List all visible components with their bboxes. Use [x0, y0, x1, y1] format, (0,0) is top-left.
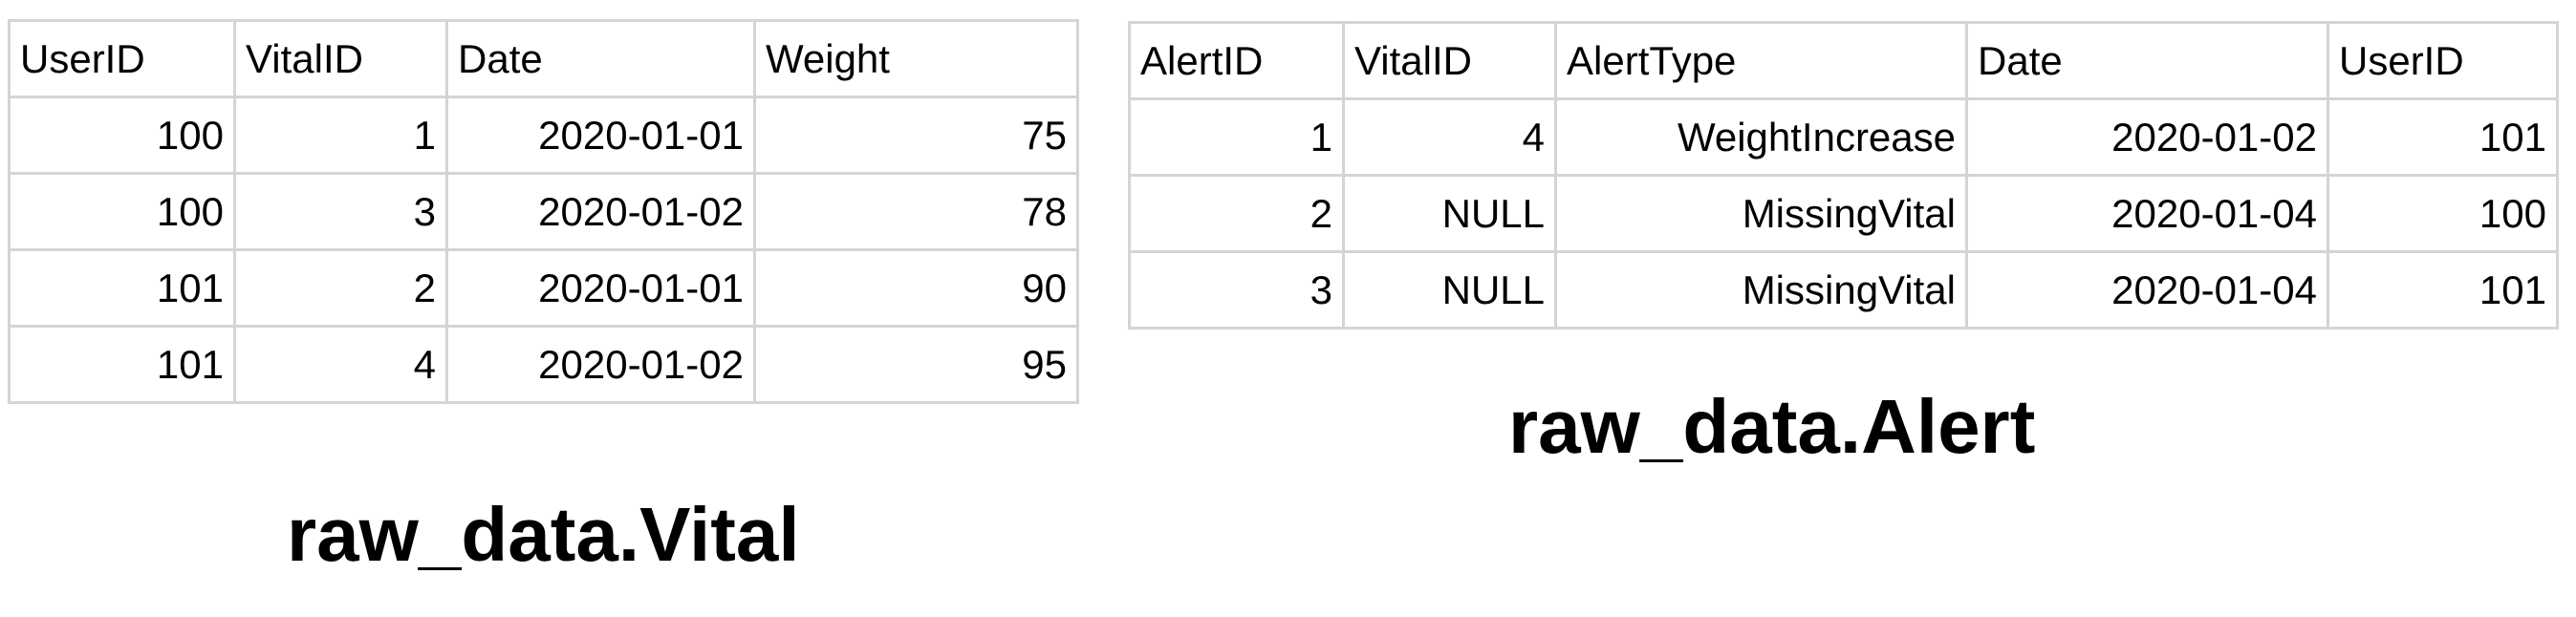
vital-cell-weight: 75 — [753, 96, 1079, 175]
vital-cell-date: 2020-01-01 — [445, 96, 756, 175]
vital-table-caption: raw_data.Vital — [287, 492, 800, 577]
table-row: 100 3 2020-01-02 78 — [8, 172, 1079, 251]
alert-cell-date: 2020-01-04 — [1965, 250, 2329, 330]
vital-cell-userid: 100 — [8, 172, 236, 251]
vital-cell-vitalid: 2 — [233, 248, 448, 328]
alert-cell-vitalid: NULL — [1342, 174, 1557, 253]
table-row: 100 1 2020-01-01 75 — [8, 96, 1079, 175]
table-row: 2 NULL MissingVital 2020-01-04 100 — [1128, 174, 2559, 253]
alert-cell-vitalid: NULL — [1342, 250, 1557, 330]
vital-header-date: Date — [445, 19, 756, 98]
alert-header-alerttype: AlertType — [1554, 21, 1968, 100]
vital-cell-date: 2020-01-02 — [445, 325, 756, 404]
alert-header-row: AlertID VitalID AlertType Date UserID — [1128, 21, 2559, 100]
vital-cell-userid: 101 — [8, 325, 236, 404]
alert-cell-userid: 101 — [2327, 97, 2559, 177]
vital-cell-userid: 101 — [8, 248, 236, 328]
alert-cell-userid: 100 — [2327, 174, 2559, 253]
alert-cell-vitalid: 4 — [1342, 97, 1557, 177]
alert-cell-userid: 101 — [2327, 250, 2559, 330]
vital-cell-weight: 78 — [753, 172, 1079, 251]
alert-cell-date: 2020-01-02 — [1965, 97, 2329, 177]
table-row: 101 4 2020-01-02 95 — [8, 325, 1079, 404]
alert-header-userid: UserID — [2327, 21, 2559, 100]
vital-cell-weight: 90 — [753, 248, 1079, 328]
alert-cell-alertid: 3 — [1128, 250, 1345, 330]
vital-header-weight: Weight — [753, 19, 1079, 98]
alert-table: AlertID VitalID AlertType Date UserID 1 … — [1128, 21, 2559, 330]
alert-header-date: Date — [1965, 21, 2329, 100]
table-row: 1 4 WeightIncrease 2020-01-02 101 — [1128, 97, 2559, 177]
vital-header-vitalid: VitalID — [233, 19, 448, 98]
vital-table: UserID VitalID Date Weight 100 1 2020-01… — [8, 19, 1079, 404]
alert-cell-alerttype: MissingVital — [1554, 250, 1968, 330]
vital-cell-vitalid: 4 — [233, 325, 448, 404]
alert-header-alertid: AlertID — [1128, 21, 1345, 100]
vital-cell-vitalid: 1 — [233, 96, 448, 175]
vital-header-userid: UserID — [8, 19, 236, 98]
vital-cell-userid: 100 — [8, 96, 236, 175]
vital-cell-date: 2020-01-02 — [445, 172, 756, 251]
alert-cell-alerttype: MissingVital — [1554, 174, 1968, 253]
alert-cell-alerttype: WeightIncrease — [1554, 97, 1968, 177]
alert-cell-alertid: 2 — [1128, 174, 1345, 253]
vital-cell-vitalid: 3 — [233, 172, 448, 251]
alert-table-caption: raw_data.Alert — [1508, 384, 2036, 469]
alert-cell-date: 2020-01-04 — [1965, 174, 2329, 253]
alert-cell-alertid: 1 — [1128, 97, 1345, 177]
vital-cell-date: 2020-01-01 — [445, 248, 756, 328]
vital-header-row: UserID VitalID Date Weight — [8, 19, 1079, 98]
vital-cell-weight: 95 — [753, 325, 1079, 404]
table-row: 3 NULL MissingVital 2020-01-04 101 — [1128, 250, 2559, 330]
table-row: 101 2 2020-01-01 90 — [8, 248, 1079, 328]
alert-header-vitalid: VitalID — [1342, 21, 1557, 100]
